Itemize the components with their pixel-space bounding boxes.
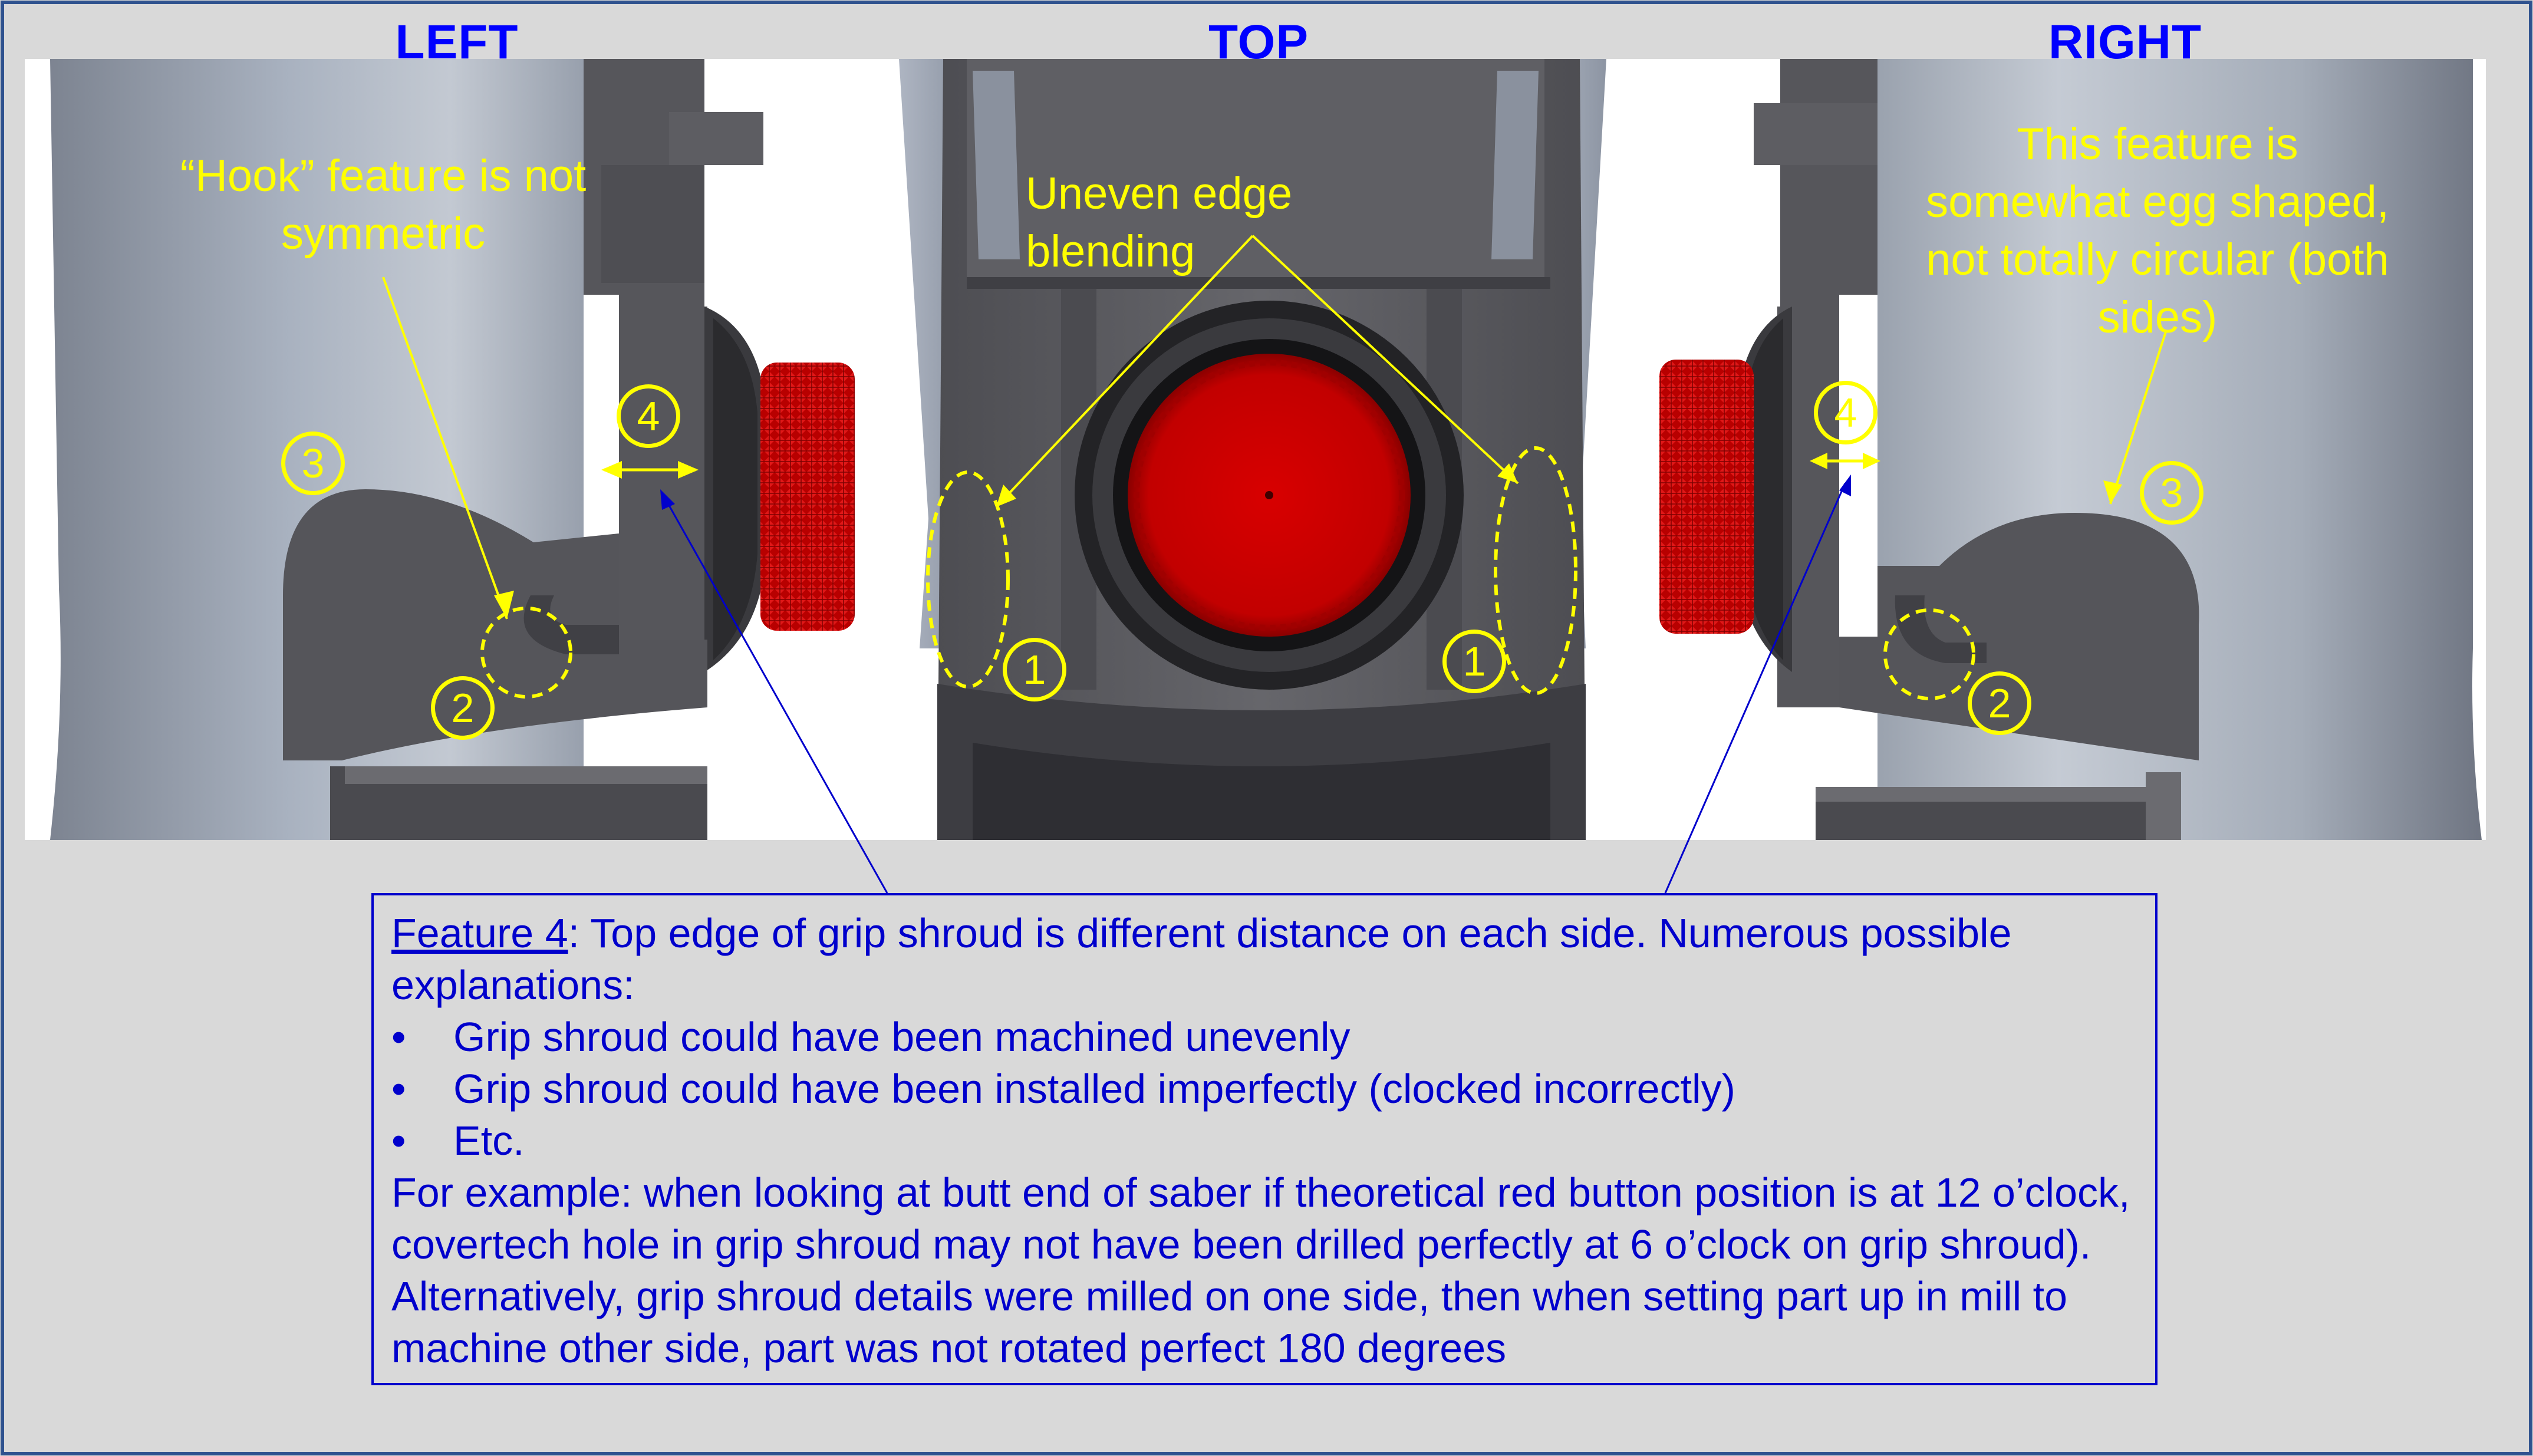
- marker-1-top-left: 1: [1003, 638, 1066, 701]
- marker-4-right: 4: [1814, 381, 1877, 444]
- heading-right: RIGHT: [2048, 15, 2202, 69]
- marker-2-right: 2: [1968, 671, 2031, 735]
- note-bullet: • Grip shroud could have been machined un…: [391, 1011, 2137, 1063]
- feature-4-note: Feature 4: Top edge of grip shroud is di…: [371, 893, 2158, 1385]
- callout-line: Uneven edge: [1026, 169, 1293, 219]
- bullet-glyph: •: [391, 1118, 406, 1164]
- marker-2-left: 2: [431, 676, 495, 740]
- marker-3-left: 3: [281, 431, 345, 495]
- callout-line: not totally circular (both: [1926, 235, 2389, 285]
- callout-line: sides): [2097, 292, 2218, 342]
- bullet-glyph: •: [391, 1066, 406, 1112]
- callout-hook-not-symmetric: “Hook” feature is not symmetric: [136, 147, 631, 263]
- note-lead: Feature 4: Top edge of grip shroud is di…: [391, 907, 2137, 1011]
- callout-egg-shaped: This feature is somewhat egg shaped, not…: [1875, 116, 2440, 347]
- bullet-text: Grip shroud could have been installed im…: [453, 1066, 1735, 1112]
- callout-line: blending: [1026, 226, 1195, 276]
- callout-line: somewhat egg shaped,: [1926, 177, 2389, 227]
- note-bullet: • Etc.: [391, 1115, 2137, 1167]
- feature-label: Feature 4: [391, 910, 568, 956]
- marker-1-top-right: 1: [1442, 630, 1506, 693]
- callout-line: symmetric: [281, 209, 486, 259]
- bullet-glyph: •: [391, 1014, 406, 1060]
- callout-uneven-edge-blending: Uneven edge blending: [1026, 165, 1332, 281]
- note-bullet: • Grip shroud could have been installed i…: [391, 1063, 2137, 1115]
- bullet-text: Grip shroud could have been machined une…: [453, 1014, 1351, 1060]
- note-lead-text: : Top edge of grip shroud is different d…: [391, 910, 2012, 1008]
- bullet-text: Etc.: [453, 1118, 525, 1164]
- heading-top: TOP: [1208, 15, 1309, 69]
- heading-left: LEFT: [395, 15, 519, 69]
- note-example: For example: when looking at butt end of…: [391, 1170, 2130, 1371]
- marker-3-right: 3: [2140, 461, 2203, 525]
- callout-line: This feature is: [2017, 119, 2298, 169]
- callout-line: “Hook” feature is not: [180, 151, 587, 201]
- marker-4-left: 4: [617, 384, 680, 448]
- note-bullets: • Grip shroud could have been machined un…: [391, 1011, 2137, 1167]
